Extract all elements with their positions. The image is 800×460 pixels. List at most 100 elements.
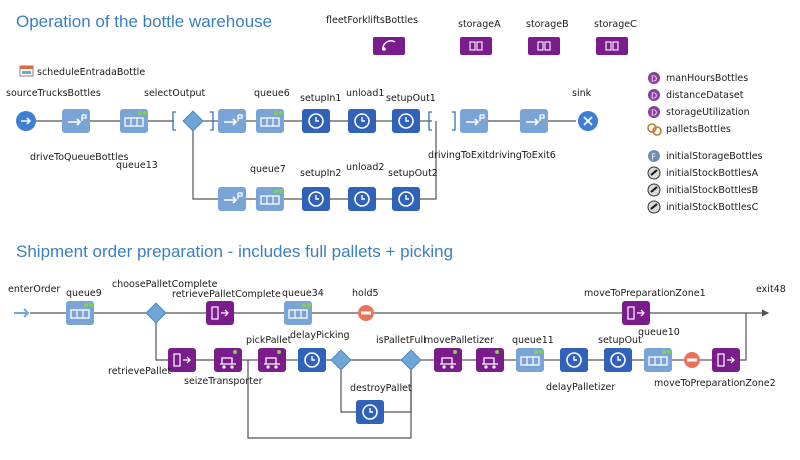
label-driving-exit: drivingToExitdrivingToExit6: [428, 150, 556, 161]
queue-block-9[interactable]: [65, 300, 95, 326]
label-source: sourceTrucksBottles: [6, 88, 101, 99]
dataset-icon[interactable]: D: [648, 72, 660, 84]
label-unload2: unload2: [346, 162, 384, 173]
queue-block-10[interactable]: [643, 347, 673, 373]
delay-block-unload1[interactable]: [347, 108, 377, 134]
label-drive: driveToQueueBottles: [30, 152, 129, 163]
resource-storage-b[interactable]: [527, 36, 561, 56]
label-unload1: unload1: [346, 88, 384, 99]
dataset-icon[interactable]: D: [648, 89, 660, 101]
label-choose: choosePalletComplete: [112, 279, 218, 290]
label-destroy: destroyPallet: [350, 383, 412, 394]
label-setupin1: setupIn1: [300, 93, 341, 104]
param-pallets: palletsBottles: [666, 124, 731, 135]
label-seize: seizeTransporter: [184, 376, 263, 387]
param-distance: distanceDataset: [666, 90, 744, 101]
label-queue9: queue9: [66, 288, 102, 299]
label-move-prep1: moveToPreparationZone1: [584, 288, 706, 299]
variable-icon[interactable]: [647, 183, 661, 197]
move-prep-zone2-block[interactable]: [711, 347, 741, 373]
label-queue6: queue6: [254, 88, 290, 99]
move-block-2[interactable]: [217, 186, 247, 212]
resource-fleet[interactable]: [373, 37, 405, 55]
delay-block-setupin2[interactable]: [301, 186, 331, 212]
svg-text:F: F: [651, 153, 656, 162]
section-title-operation: Operation of the bottle warehouse: [16, 12, 273, 31]
variable-icon[interactable]: [647, 200, 661, 214]
variable-icon[interactable]: [647, 166, 661, 180]
hold-block-5[interactable]: [358, 305, 374, 321]
queue-block-34[interactable]: [283, 300, 313, 326]
resource-storage-c[interactable]: [595, 36, 629, 56]
section-title-shipment: Shipment order preparation - includes fu…: [16, 242, 454, 261]
sink-block[interactable]: [578, 111, 598, 131]
label-queue7: queue7: [250, 164, 286, 175]
schedule-icon[interactable]: [19, 65, 34, 77]
source-block[interactable]: [16, 111, 36, 131]
queue-block-13[interactable]: [119, 108, 149, 134]
param-man-hours: manHoursBottles: [666, 73, 748, 84]
setup-out-block[interactable]: [603, 347, 633, 373]
dataset-icon[interactable]: D: [648, 106, 660, 118]
label-delay-picking: delayPicking: [290, 330, 350, 341]
queue-block-7[interactable]: [255, 186, 285, 212]
bottom-flow-wires: [30, 309, 770, 439]
label-move-prep2: moveToPreparationZone2: [654, 378, 776, 389]
params-panel: D manHoursBottles D distanceDataset D st…: [647, 72, 763, 214]
select-output-diamond[interactable]: [182, 110, 204, 132]
param-utilization: storageUtilization: [666, 107, 750, 118]
retrieve-pallet-block[interactable]: [167, 347, 197, 373]
svg-text:D: D: [651, 92, 657, 101]
move-prep-zone1-block[interactable]: [621, 300, 651, 326]
param-stock-b: initialStockBottlesB: [666, 185, 758, 196]
delay-palletizer-block[interactable]: [559, 347, 589, 373]
delay-block-setupout2[interactable]: [391, 186, 421, 212]
hold-block-2[interactable]: [684, 352, 700, 368]
resource-storage-a[interactable]: [459, 36, 493, 56]
delay-block-setupout1[interactable]: [391, 108, 421, 134]
label-hold5: hold5: [352, 288, 379, 299]
pick-pallet-block[interactable]: [257, 347, 287, 373]
label-retrieve-pallet: retrievePallet: [108, 366, 171, 377]
label-exit48: exit48: [756, 284, 786, 295]
move-block-exit2[interactable]: [519, 108, 549, 134]
label-is-pallet-full: isPalletFull: [376, 335, 426, 346]
move-block-1[interactable]: [217, 108, 247, 134]
move-block-drive[interactable]: [61, 108, 91, 134]
param-stock-c: initialStockBottlesC: [666, 202, 759, 213]
label-setup-out: setupOut: [598, 335, 642, 346]
population-icon[interactable]: [647, 123, 662, 136]
delay-block-unload2[interactable]: [347, 186, 377, 212]
label-storage-c: storageC: [594, 19, 637, 30]
label-queue10: queue10: [638, 327, 680, 338]
move-palletizer-block[interactable]: [433, 347, 463, 373]
choose-pallet-diamond[interactable]: [145, 302, 167, 324]
label-delay-palletizer: delayPalletizer: [546, 382, 615, 393]
top-flow-wires: [36, 120, 576, 200]
label-storage-a: storageA: [458, 19, 501, 30]
label-queue13: queue13: [116, 160, 158, 171]
label-setupout2: setupOut2: [388, 168, 438, 179]
delay-block-setupin1[interactable]: [301, 108, 331, 134]
function-icon[interactable]: F: [648, 150, 660, 162]
move-palletizer-block-2[interactable]: [475, 347, 505, 373]
label-pick-pallet: pickPallet: [246, 335, 292, 346]
is-pallet-full-diamond[interactable]: [400, 349, 422, 371]
decision-diamond-1[interactable]: [330, 349, 352, 371]
seize-transporter-block[interactable]: [213, 347, 243, 373]
destroy-pallet-block[interactable]: [355, 399, 385, 425]
label-fleet: fleetForkliftsBottles: [326, 15, 418, 26]
move-block-exit[interactable]: [459, 108, 489, 134]
label-setupin2: setupIn2: [300, 168, 341, 179]
enter-order-block[interactable]: [14, 308, 30, 318]
queue-block-6[interactable]: [255, 108, 285, 134]
delay-picking-block[interactable]: [297, 347, 327, 373]
label-enter-order: enterOrder: [8, 284, 60, 295]
label-queue11: queue11: [512, 335, 554, 346]
label-move-palletizer: movePalletizer: [424, 335, 494, 346]
queue-block-11[interactable]: [515, 347, 545, 373]
param-initial-storage: initialStorageBottles: [666, 151, 763, 162]
retrieve-complete-block[interactable]: [205, 300, 235, 326]
label-retrieve-complete: retrievePalletComplete: [172, 289, 281, 300]
label-schedule: scheduleEntradaBottle: [37, 67, 145, 78]
